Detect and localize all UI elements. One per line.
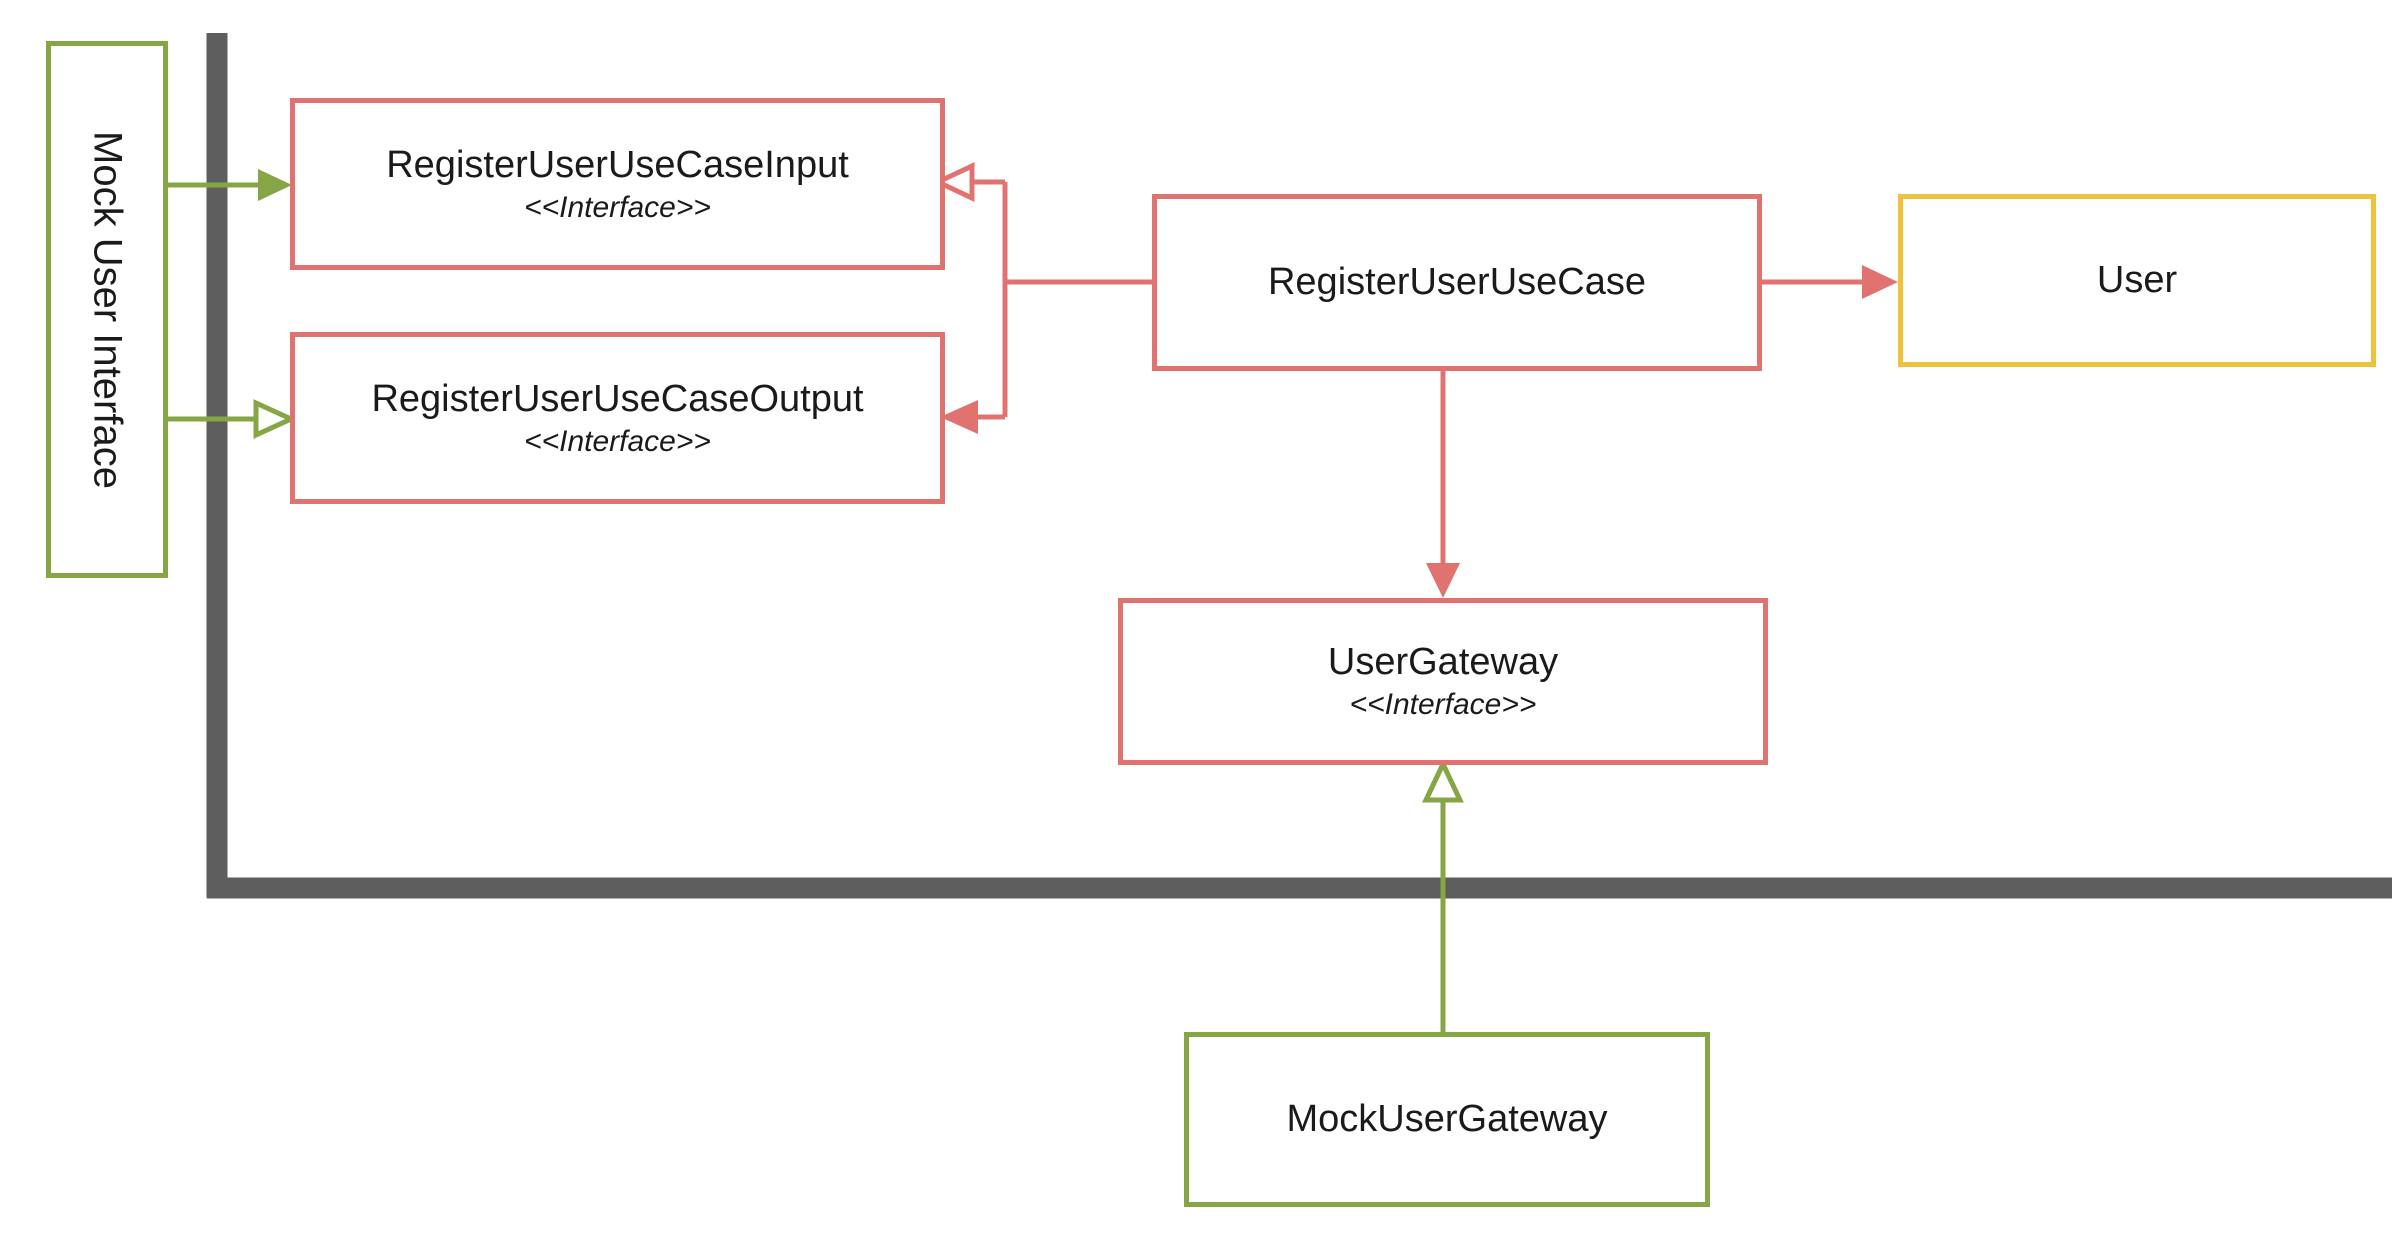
node-mock-user-interface[interactable]: Mock User Interface — [46, 41, 168, 578]
node-user-gateway-label: UserGateway — [1327, 641, 1559, 684]
edge-use-case-to-user-gateway — [1426, 370, 1460, 598]
node-register-user-use-case-output-stereotype: <<Interface>> — [524, 424, 711, 458]
node-user-gateway-stereotype: <<Interface>> — [1349, 688, 1537, 722]
node-mock-user-interface-label: Mock User Interface — [85, 130, 130, 489]
edge-mock-ui-to-use-case-input — [168, 169, 292, 201]
edge-mock-gateway-to-user-gateway — [1422, 758, 1464, 1032]
node-register-user-use-case-input-stereotype: <<Interface>> — [524, 190, 711, 224]
node-user[interactable]: User — [1898, 194, 2376, 367]
node-register-user-use-case[interactable]: RegisterUserUseCase — [1152, 194, 1762, 371]
edge-use-case-to-user — [1760, 265, 1898, 299]
node-register-user-use-case-label: RegisterUserUseCase — [1267, 261, 1646, 304]
edge-use-case-to-ports — [932, 162, 1152, 434]
node-register-user-use-case-input-label: RegisterUserUseCaseInput — [386, 143, 849, 186]
node-user-label: User — [2096, 259, 2178, 302]
node-mock-user-gateway[interactable]: MockUserGateway — [1184, 1032, 1710, 1207]
node-register-user-use-case-input[interactable]: RegisterUserUseCaseInput <<Interface>> — [290, 98, 945, 270]
node-user-gateway[interactable]: UserGateway <<Interface>> — [1118, 598, 1768, 765]
edge-mock-ui-to-use-case-output — [168, 399, 298, 439]
node-register-user-use-case-output-label: RegisterUserUseCaseOutput — [371, 377, 864, 420]
node-mock-user-gateway-label: MockUserGateway — [1286, 1098, 1608, 1141]
node-register-user-use-case-output[interactable]: RegisterUserUseCaseOutput <<Interface>> — [290, 332, 945, 504]
